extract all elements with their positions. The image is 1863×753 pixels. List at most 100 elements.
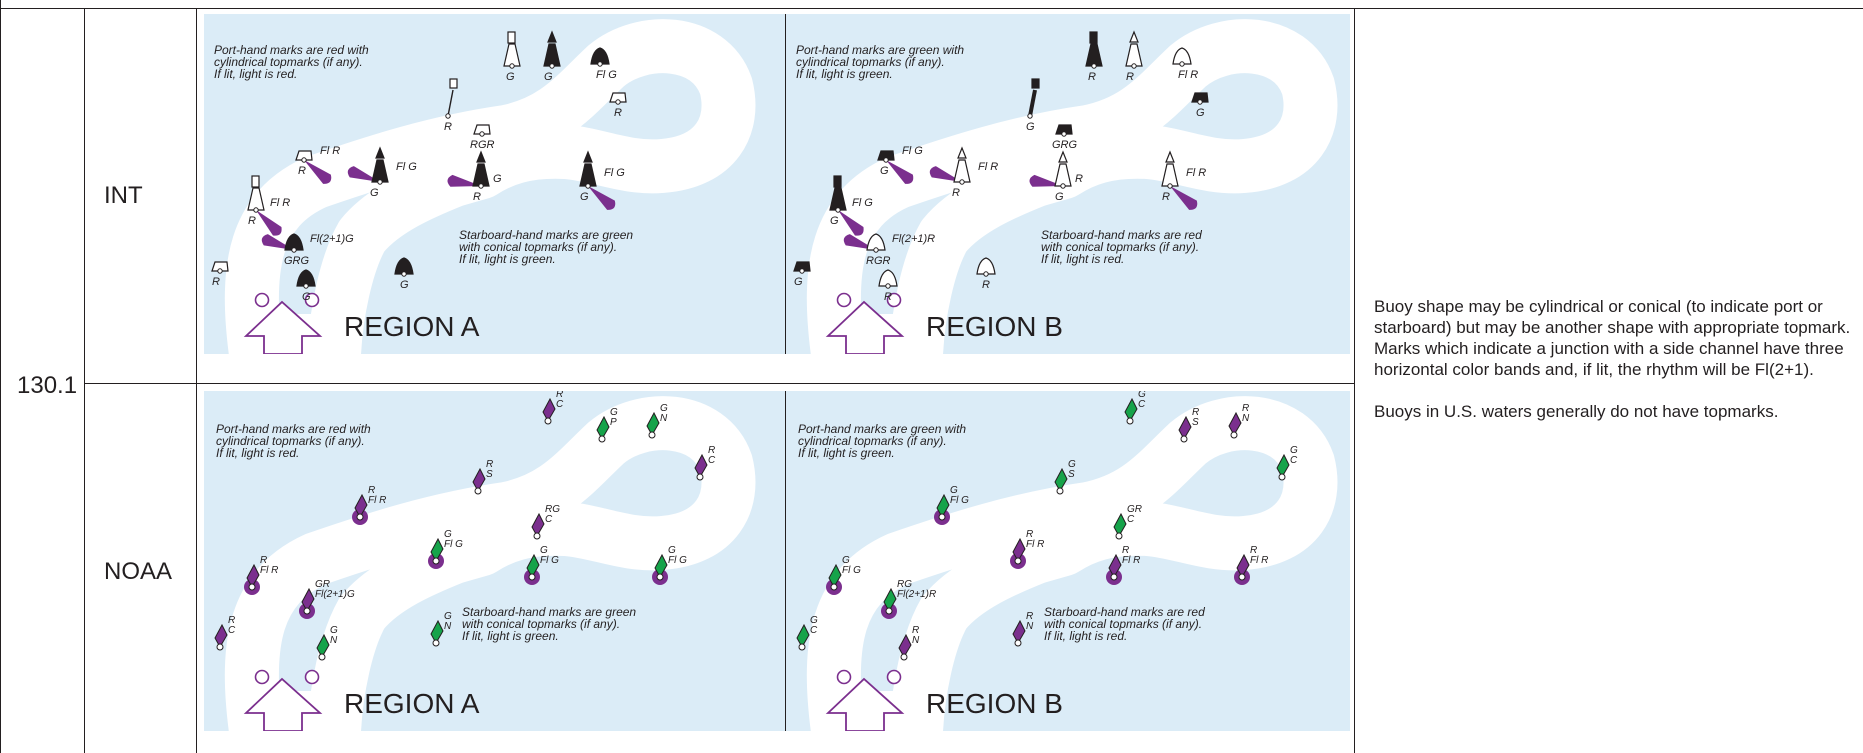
light-label: Fl G <box>396 161 417 173</box>
buoy-color-label: G <box>660 403 668 414</box>
conical-buoy-icon <box>1172 47 1192 65</box>
buoy-letter-label: Fl G <box>668 555 687 566</box>
buoy-letter-label: N <box>912 635 920 646</box>
buoy-letter-label: C <box>228 625 236 636</box>
buoy-letter-label: Fl G <box>842 565 861 576</box>
buoy-color-label: G <box>580 191 589 203</box>
position-circle-icon <box>401 271 407 277</box>
buoy-diamond-icon <box>301 587 315 613</box>
item-code: 130.1 <box>17 372 78 399</box>
grid-line-col3 <box>1354 8 1355 753</box>
buoy-color-label: R <box>368 485 375 496</box>
buoy-diamond-icon <box>430 537 444 563</box>
position-circle-icon <box>597 61 603 67</box>
entrance-circle-icon <box>254 292 270 308</box>
conical-topmark-icon <box>957 146 967 159</box>
note-port-line: cylindrical topmarks (if any). <box>796 55 945 69</box>
grid-line-col1 <box>84 8 85 753</box>
light-flare-icon <box>838 210 864 236</box>
buoy-letter-label: Fl R <box>1026 539 1044 550</box>
note-port-line: Port-hand marks are red with <box>214 43 369 57</box>
buoy-color-label: G <box>842 555 850 566</box>
position-circle-icon <box>1131 63 1137 69</box>
position-circle-icon <box>656 573 664 581</box>
position-circle-icon <box>1056 487 1064 495</box>
buoy-color-label: G <box>1055 191 1064 203</box>
buoy-diamond-icon <box>694 453 708 479</box>
position-circle-icon <box>835 207 841 213</box>
buoy-color-label: G <box>370 187 379 199</box>
light-label: R <box>1075 173 1083 185</box>
buoy-color-label: G <box>880 165 889 177</box>
light-label: G <box>493 173 502 185</box>
note-port-line: Port-hand marks are red with <box>216 422 371 436</box>
buoy-diamond-icon <box>354 493 368 519</box>
light-label: Fl G <box>902 145 923 157</box>
region-label: REGION B <box>926 688 1063 719</box>
position-circle-icon <box>798 643 806 651</box>
position-circle-icon <box>1110 573 1118 581</box>
position-circle-icon <box>648 431 656 439</box>
buoy-diamond-icon <box>1236 553 1250 579</box>
entrance-circle-icon <box>304 292 320 308</box>
buoy-color-label: G <box>950 485 958 496</box>
buoy-letter-label: Fl(2+1)R <box>897 589 936 600</box>
buoy-color-label: R <box>444 121 452 133</box>
buoy-letter-label: N <box>660 413 668 424</box>
cylindrical-topmark-icon <box>1031 78 1040 89</box>
note-starboard-line: Starboard-hand marks are red <box>1041 228 1202 242</box>
position-circle-icon <box>253 207 259 213</box>
region-label: REGION A <box>344 688 480 719</box>
buoy-color-label: R <box>1250 545 1257 556</box>
buoy-letter-label: N <box>1242 413 1250 424</box>
position-circle-icon <box>1167 183 1173 189</box>
position-circle-icon <box>1278 473 1286 481</box>
position-circle-icon <box>983 271 989 277</box>
position-circle-icon <box>1027 113 1033 119</box>
grid-line-mid <box>84 383 1354 384</box>
buoy-diamond-icon <box>1228 411 1242 437</box>
position-circle-icon <box>318 653 326 661</box>
buoy-letter-label: N <box>444 621 452 632</box>
buoy-color-label: G <box>830 215 839 227</box>
buoy-letter-label: C <box>708 455 716 466</box>
direction-arrow-icon <box>825 300 905 354</box>
buoy-color-label: G <box>330 625 338 636</box>
light-label: Fl R <box>270 197 290 209</box>
note-starboard-line: If lit, light is green. <box>462 629 559 643</box>
spar-buoy-icon <box>1028 89 1037 117</box>
position-circle-icon <box>1230 431 1238 439</box>
buoy-color-label: Fl G <box>596 69 617 81</box>
light-flare-icon <box>447 174 481 187</box>
light-flare-icon <box>304 160 332 184</box>
position-circle-icon <box>432 557 440 565</box>
note-port-line: If lit, light is red. <box>216 446 299 460</box>
buoy-color-label: GR <box>1127 504 1142 515</box>
buoy-diamond-icon <box>542 397 556 423</box>
buoy-diamond-icon <box>316 633 330 659</box>
direction-arrow-icon <box>243 677 323 731</box>
direction-arrow-icon <box>825 677 905 731</box>
buoy-diamond-icon <box>796 623 810 649</box>
position-circle-icon <box>1179 61 1185 67</box>
note-port-line: If lit, light is green. <box>796 67 893 81</box>
light-label: Fl(2+1)R <box>892 233 935 245</box>
entrance-circle-icon <box>886 292 902 308</box>
position-circle-icon <box>900 653 908 661</box>
buoy-color-label: R <box>1026 529 1033 540</box>
buoy-color-label: R <box>952 187 960 199</box>
buoy-color-label: R <box>1162 191 1170 203</box>
light-label: Fl G <box>604 167 625 179</box>
position-circle-icon <box>883 157 889 163</box>
grid-line-left <box>0 0 1 753</box>
position-circle-icon <box>1014 557 1022 565</box>
position-circle-icon <box>938 513 946 521</box>
note-port-line: cylindrical topmarks (if any). <box>216 434 365 448</box>
buoy-diamond-icon <box>898 633 912 659</box>
buoy-color-label: G <box>1290 445 1298 456</box>
channel <box>224 396 756 731</box>
cylindrical-topmark-icon <box>507 31 516 44</box>
buoy-color-label: Fl R <box>1178 69 1198 81</box>
buoy-letter-label: S <box>1068 469 1075 480</box>
buoy-letter-label: N <box>1026 621 1034 632</box>
